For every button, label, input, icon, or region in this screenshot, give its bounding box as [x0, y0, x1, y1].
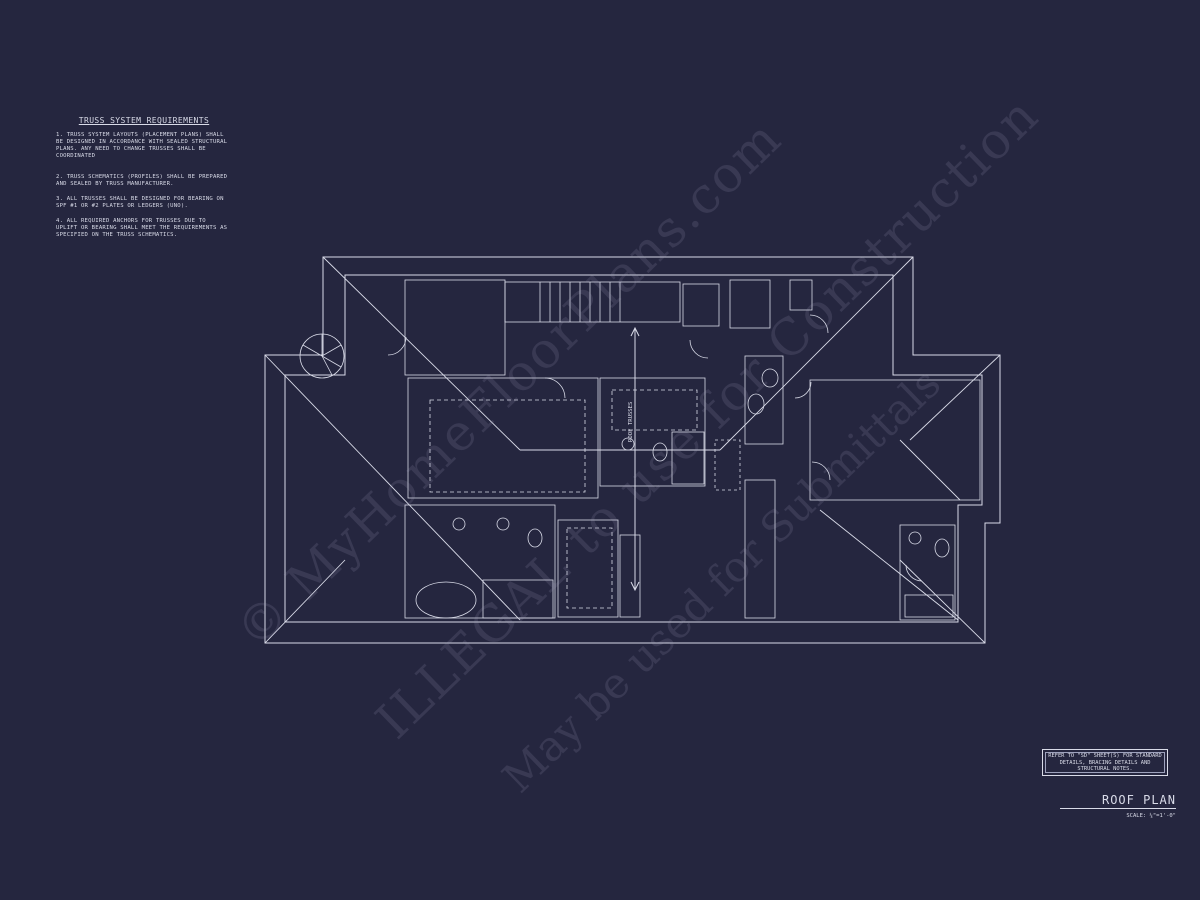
truss-note-2: 2. TRUSS SCHEMATICS (PROFILES) SHALL BE …	[56, 174, 228, 187]
truss-notes-title: TRUSS SYSTEM REQUIREMENTS	[78, 116, 210, 125]
reference-note-box: REFER TO "SD" SHEET(S) FOR STANDARD DETA…	[1042, 749, 1168, 776]
roof-truss-label: ROOF TRUSSES	[628, 402, 634, 442]
truss-note-1: 1. TRUSS SYSTEM LAYOUTS (PLACEMENT PLANS…	[56, 132, 228, 159]
truss-notes: TRUSS SYSTEM REQUIREMENTS 1. TRUSS SYSTE…	[56, 117, 236, 247]
truss-note-4: 4. ALL REQUIRED ANCHORS FOR TRUSSES DUE …	[56, 218, 228, 238]
hip-lines	[264, 256, 1001, 644]
interior-walls	[299, 279, 981, 621]
plan-title: ROOF PLAN	[1060, 793, 1176, 809]
truss-direction-arrow	[630, 326, 640, 592]
truss-note-3: 3. ALL TRUSSES SHALL BE DESIGNED FOR BEA…	[56, 196, 224, 209]
exterior-wall	[284, 274, 983, 623]
roof-outline	[264, 256, 1001, 644]
plan-scale: SCALE: ¼"=1'-0"	[1126, 813, 1176, 819]
